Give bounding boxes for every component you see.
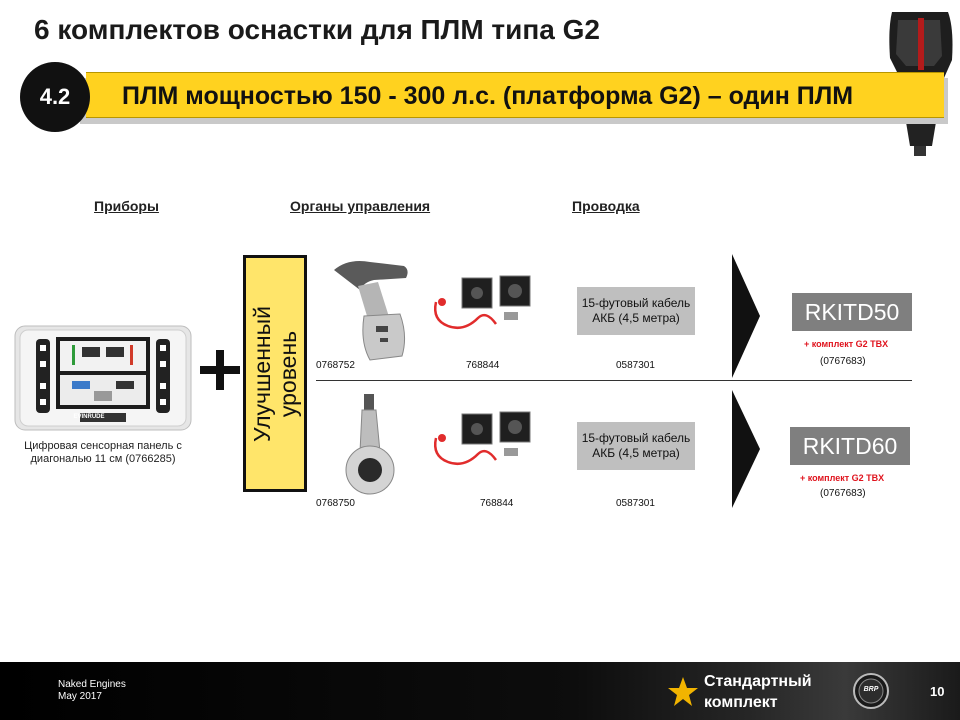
tbx-kit-label: + комплект G2 TBX bbox=[804, 339, 889, 349]
page-title: 6 комплектов оснастки для ПЛМ типа G2 bbox=[34, 14, 600, 45]
section-banner bbox=[86, 72, 944, 118]
row-divider bbox=[316, 380, 912, 381]
display-caption: Цифровая сенсорная панель с диагональю 1… bbox=[24, 440, 182, 465]
control-part-number: 0768752 bbox=[316, 360, 355, 371]
control-part-number: 0768750 bbox=[316, 498, 355, 509]
section-number-badge: 4.2 bbox=[20, 62, 90, 132]
standard-kit-label: Стандартный комплект bbox=[704, 671, 812, 713]
brp-logo bbox=[853, 673, 889, 709]
column-header-wiring: Проводка bbox=[572, 198, 640, 214]
plus-icon bbox=[200, 350, 240, 390]
footer-line2: May 2017 bbox=[58, 691, 102, 702]
cable-part-number: 0587301 bbox=[616, 498, 655, 509]
footer-line1: Naked Engines bbox=[58, 679, 126, 690]
tbx-kit-part-number: (0767683) bbox=[820, 488, 866, 499]
column-header-instruments: Приборы bbox=[94, 198, 159, 214]
arrow-right-icon bbox=[732, 390, 760, 508]
upgrade-label-line2: уровень bbox=[275, 330, 302, 417]
brp-logo-text: BRP bbox=[863, 686, 879, 693]
rigging-kit-name: RKITD50 bbox=[792, 293, 912, 331]
standard-kit-line1: Стандартный bbox=[704, 673, 812, 690]
page-number: 10 bbox=[930, 684, 945, 699]
battery-cable-box: 15-футовый кабель АКБ (4,5 метра) bbox=[577, 287, 695, 335]
evinrude-logo: EVINRUDE bbox=[73, 414, 105, 420]
section-heading: ПЛМ мощностью 150 - 300 л.с. (платформа … bbox=[122, 82, 854, 110]
tbx-kit-label: + комплект G2 TBX bbox=[800, 473, 885, 483]
upgrade-level-label: Улучшенный уровень bbox=[243, 255, 307, 492]
switch-part-number: 768844 bbox=[466, 360, 500, 371]
tbx-kit-part-number: (0767683) bbox=[820, 356, 866, 367]
ignition-switch-panel-image bbox=[434, 275, 531, 329]
footer-bar bbox=[0, 662, 960, 720]
arrow-right-icon bbox=[732, 254, 760, 378]
rigging-kit-name: RKITD60 bbox=[790, 427, 910, 465]
switch-part-number: 768844 bbox=[480, 498, 514, 509]
control-lever-image bbox=[334, 261, 408, 361]
standard-kit-line2: комплект bbox=[704, 694, 778, 711]
cable-part-number: 0587301 bbox=[616, 360, 655, 371]
star-icon bbox=[668, 677, 698, 706]
upgrade-level-box bbox=[243, 255, 307, 492]
upgrade-label-line1: Улучшенный bbox=[249, 305, 276, 442]
digital-display-image bbox=[14, 325, 192, 431]
control-lever-image bbox=[345, 394, 395, 495]
ignition-switch-panel-image bbox=[434, 411, 531, 465]
column-header-controls: Органы управления bbox=[290, 198, 431, 214]
battery-cable-box: 15-футовый кабель АКБ (4,5 метра) bbox=[577, 422, 695, 470]
